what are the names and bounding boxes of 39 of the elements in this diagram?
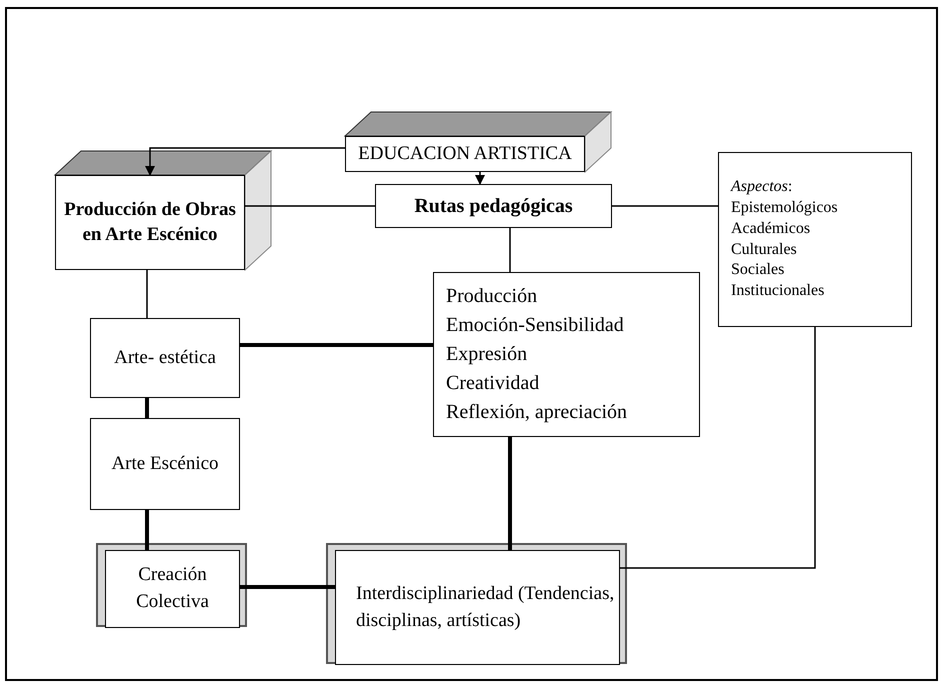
connector-line (240, 343, 433, 347)
process-box (55, 175, 245, 270)
process-box (335, 550, 620, 665)
box-text: Institucionales (731, 281, 824, 302)
box-text: Académicos (731, 218, 810, 239)
process-box (90, 318, 240, 398)
box-text: Creación Colectiva (135, 563, 210, 614)
box-text: Interdisciplinariedad (Tendencias, disciplinas, artísticas) (356, 582, 616, 632)
box-text: Sociales (731, 260, 784, 280)
box-text: Expresión (446, 342, 528, 367)
process-box (90, 418, 240, 510)
process-box (433, 272, 700, 437)
process-box (105, 550, 240, 628)
box-text: Reflexión, apreciación (446, 400, 628, 425)
connector-line (509, 228, 511, 272)
connector-line (145, 398, 149, 418)
connector-line (508, 437, 512, 550)
box-text: Epistemológicos (731, 198, 838, 218)
process-box (375, 184, 612, 228)
box-text: Producción (446, 284, 538, 309)
box-text: Producción de Obras en Arte Escénico (63, 198, 237, 246)
connector-line (145, 510, 149, 550)
box-text: Emoción-Sensibilidad (446, 313, 624, 338)
box-text: Aspectos: (731, 177, 792, 198)
connector-line (146, 270, 148, 318)
box-text: Creatividad (446, 371, 540, 396)
box-text: EDUCACION ARTISTICA (358, 142, 572, 166)
connector-line (475, 172, 485, 185)
box-text: Arte Escénico (111, 452, 219, 476)
process-box (345, 136, 585, 172)
box-text: Arte- estética (114, 346, 216, 370)
connector-line (620, 327, 816, 569)
process-box (718, 152, 912, 327)
connector-line (145, 147, 345, 176)
box-text: Culturales (731, 240, 797, 260)
connector-line (240, 585, 335, 589)
connector-line (245, 205, 375, 207)
box-text: Rutas pedagógicas (414, 194, 573, 219)
connector-line (612, 205, 718, 207)
